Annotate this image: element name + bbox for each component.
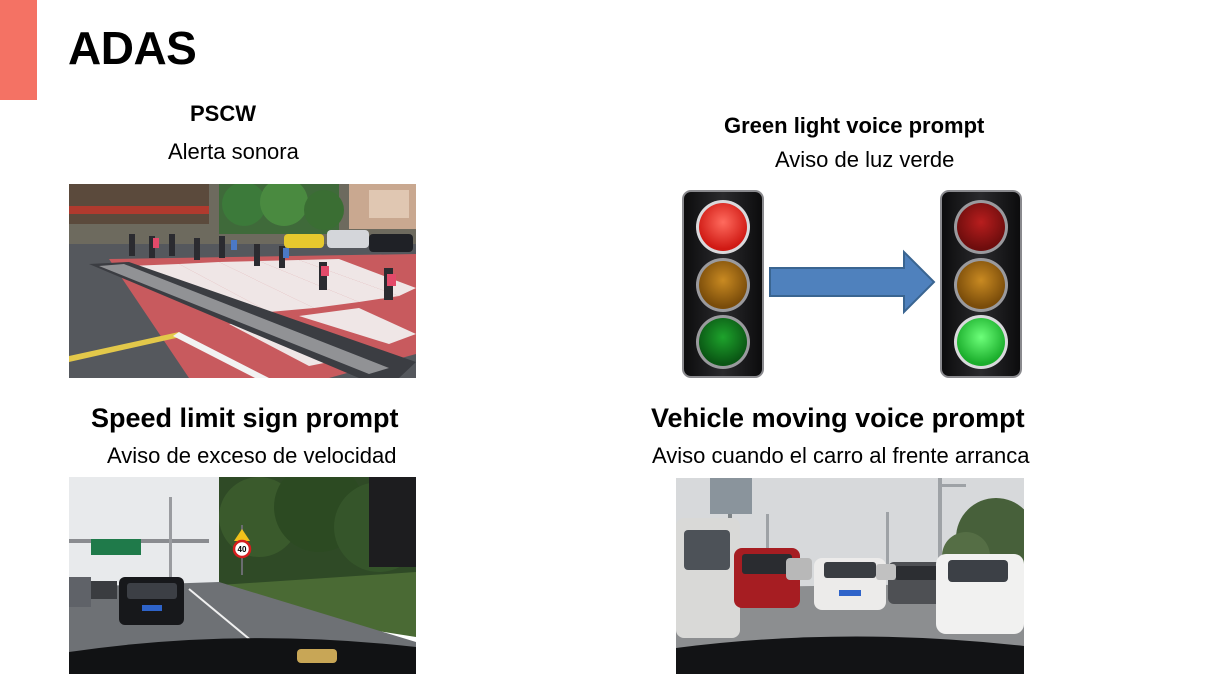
vehicle-moving-subheading: Aviso cuando el carro al frente arranca xyxy=(652,443,1030,468)
road-speed-sign-icon: 40 xyxy=(69,477,416,674)
traffic-light-diagram xyxy=(682,190,1024,380)
green-light-subheading: Aviso de luz verde xyxy=(775,147,955,172)
vehicle-moving-heading: Vehicle moving voice prompt xyxy=(651,403,1025,433)
speed-sign-photo: 40 xyxy=(69,477,416,674)
traffic-light-red-icon xyxy=(682,190,764,378)
traffic-queue-photo xyxy=(676,478,1024,674)
crosswalk-photo xyxy=(69,184,416,378)
pscw-heading: PSCW xyxy=(190,101,256,126)
slide-title: ADAS xyxy=(68,22,197,74)
traffic-queue-icon xyxy=(676,478,1024,674)
pscw-subheading: Alerta sonora xyxy=(168,139,299,164)
arrow-right-icon xyxy=(769,249,936,315)
speed-sign-value: 40 xyxy=(238,545,247,554)
traffic-light-green-icon xyxy=(940,190,1022,378)
traffic-light-change-icon xyxy=(682,190,1022,378)
accent-bar xyxy=(0,0,37,100)
speed-limit-heading: Speed limit sign prompt xyxy=(91,403,399,433)
crosswalk-pedestrians-icon xyxy=(69,184,416,378)
speed-limit-subheading: Aviso de exceso de velocidad xyxy=(107,443,397,468)
green-light-heading: Green light voice prompt xyxy=(724,113,985,138)
